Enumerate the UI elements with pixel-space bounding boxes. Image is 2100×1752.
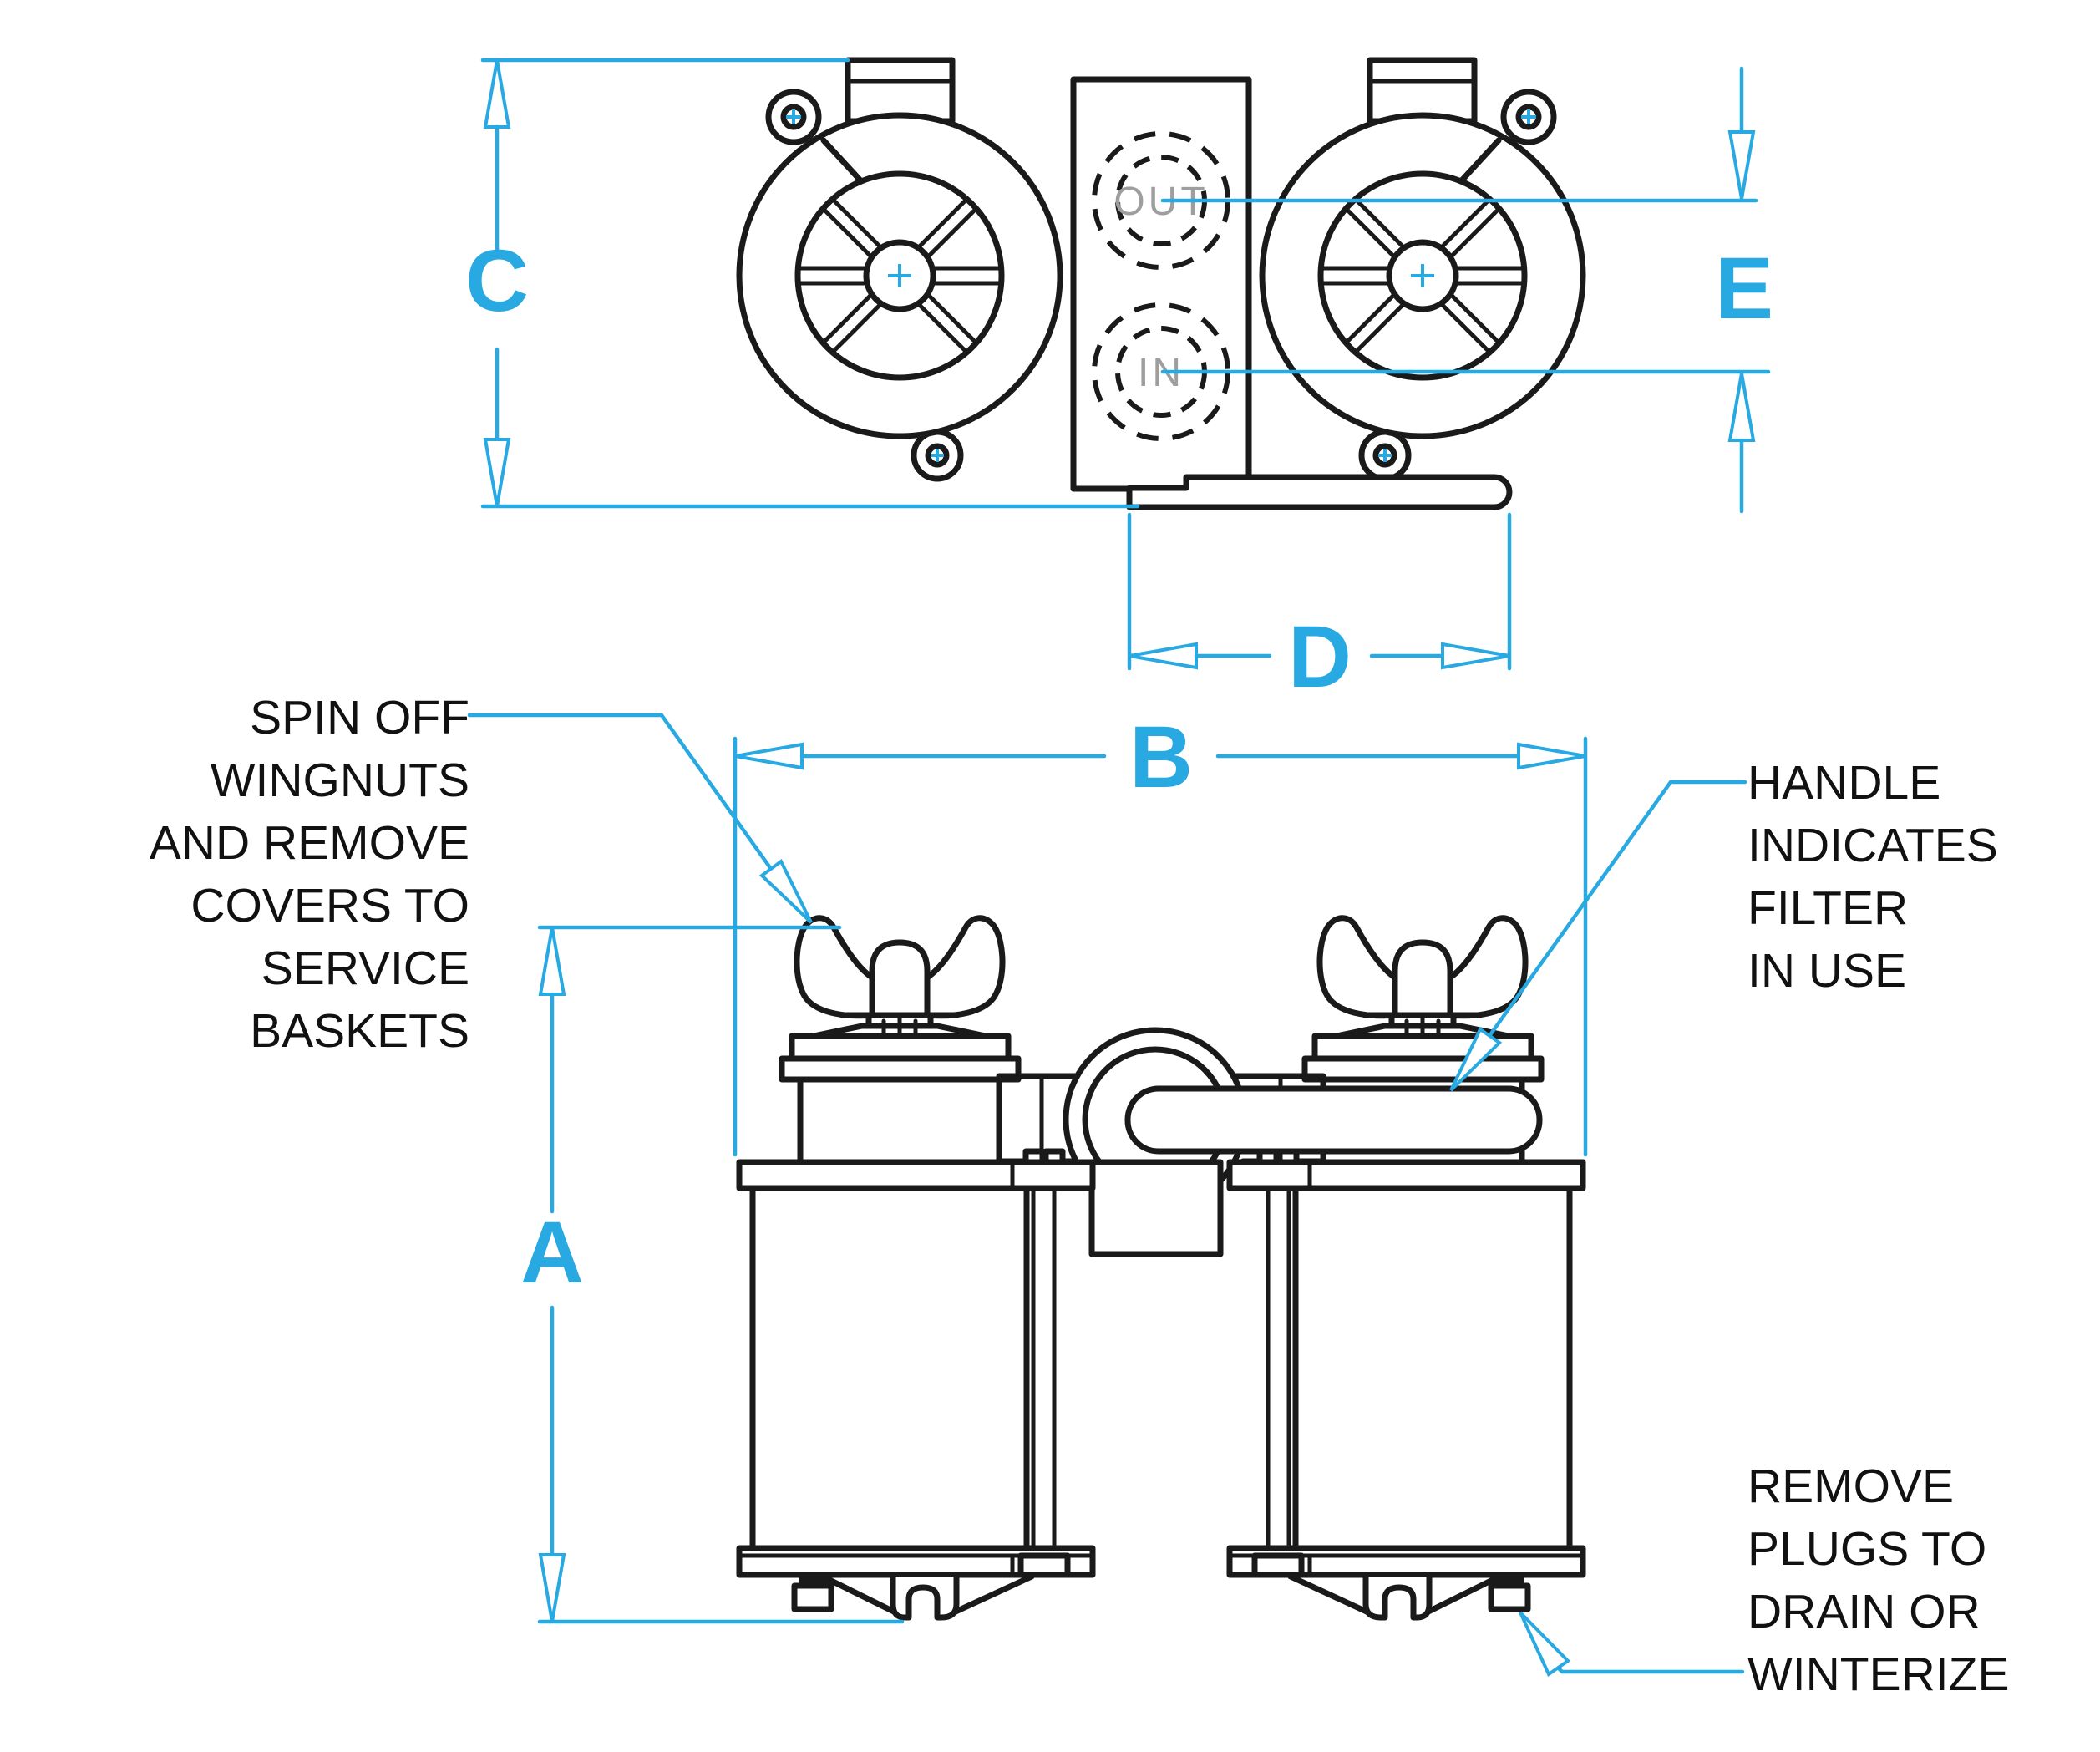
annotation-line: REMOVE (1747, 1460, 1954, 1513)
annotation-line: FILTER (1747, 881, 1908, 935)
center-column (1070, 76, 1252, 492)
arrowhead (1129, 642, 1198, 670)
dim-d-label: D (1288, 608, 1352, 706)
leader-spin-off (467, 713, 813, 924)
annotation-line: DRAIN OR (1747, 1585, 1981, 1638)
annotation-line: AND REMOVE (150, 816, 469, 870)
front-view (739, 918, 1583, 1617)
bolt-hole-icon (1372, 443, 1397, 468)
annotation-line: WINTERIZE (1747, 1648, 2009, 1701)
dim-b-label: B (1129, 708, 1193, 806)
arrowhead (758, 858, 813, 924)
annotation-line: WINGNUTS (211, 754, 469, 807)
annotation-handle-indicates: HANDLE INDICATES FILTER IN USE (1747, 756, 1998, 998)
leader-remove-plugs (1519, 1611, 1745, 1678)
annotation-spin-off-wingnuts: SPIN OFF WINGNUTS AND REMOVE COVERS TO S… (150, 691, 469, 1058)
arrowhead (734, 742, 804, 770)
bolt-hole-icon (780, 104, 807, 130)
dimension-b: B (733, 708, 1588, 1157)
arrowhead (1519, 1611, 1571, 1678)
annotation-line: SPIN OFF (250, 691, 469, 744)
annotation-line: IN USE (1747, 944, 1906, 998)
dimension-d: D (1127, 512, 1512, 706)
arrowhead (483, 59, 511, 129)
canister-right (1230, 1151, 1583, 1617)
dimension-c: C (465, 58, 1140, 509)
arrowhead (538, 1553, 566, 1623)
annotation-line: PLUGS TO (1747, 1522, 1986, 1576)
dim-a-label: A (520, 1204, 584, 1302)
dim-c-label: C (465, 232, 529, 330)
dimension-a: A (520, 925, 905, 1624)
mounting-tab-left (845, 57, 956, 124)
arrowhead (483, 438, 511, 507)
top-view: OUT IN (736, 57, 1586, 510)
mounting-tab-right (1367, 57, 1478, 124)
bolt-hole-icon (1515, 104, 1542, 130)
arrowhead (538, 927, 566, 996)
valve-handle (1124, 1085, 1543, 1155)
arrowhead (1449, 1027, 1503, 1092)
annotation-line: SERVICE (261, 942, 469, 995)
leader-handle (1449, 780, 1747, 1092)
canister-left (739, 1151, 1093, 1617)
bolt-hole-icon (925, 443, 950, 468)
annotation-line: HANDLE (1747, 756, 1940, 810)
annotation-remove-plugs: REMOVE PLUGS TO DRAIN OR WINTERIZE (1747, 1460, 2009, 1701)
basket-wheel-left (798, 174, 1002, 378)
annotation-line: INDICATES (1747, 819, 1998, 872)
annotation-line: COVERS TO (190, 879, 469, 932)
arrowhead (1441, 642, 1510, 670)
arrowhead (1727, 373, 1756, 442)
valve-stem (1088, 1159, 1224, 1257)
dim-e-label: E (1715, 240, 1773, 338)
mounting-bracket (1126, 474, 1513, 510)
dimension-e: E (1160, 66, 1773, 514)
basket-wheel-right (1321, 174, 1524, 378)
cover-wingnut-left (782, 918, 1018, 1162)
arrowhead (1517, 742, 1586, 770)
arrowhead (1727, 130, 1756, 200)
annotation-line: BASKETS (250, 1004, 469, 1058)
